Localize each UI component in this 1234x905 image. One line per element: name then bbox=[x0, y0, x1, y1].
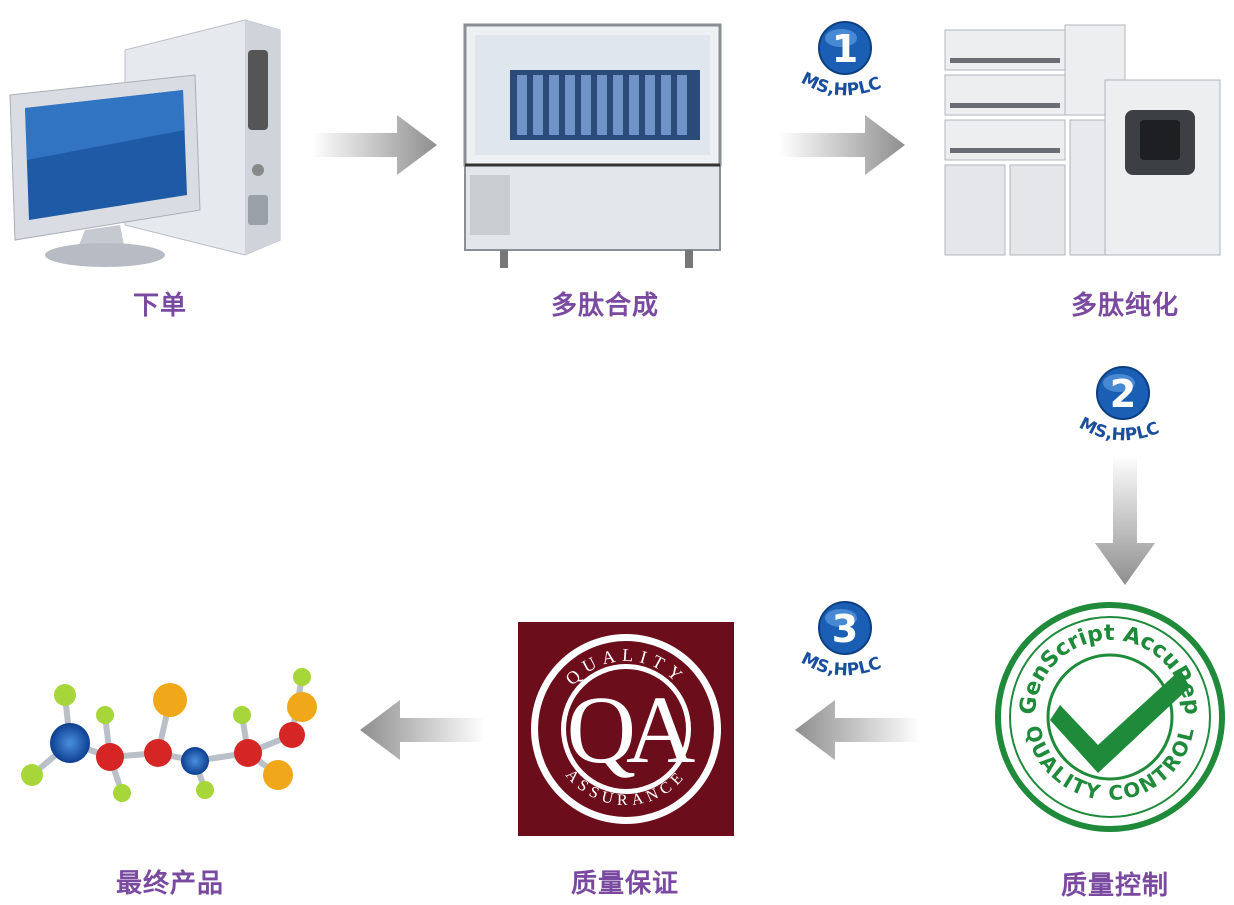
peptide-synthesizer-icon bbox=[455, 15, 740, 270]
arrow-right-icon bbox=[312, 115, 437, 175]
arrow-left-icon bbox=[795, 700, 920, 760]
arrow-down-icon bbox=[1095, 455, 1155, 585]
step-label-order: 下单 bbox=[132, 291, 187, 321]
quality-control-stamp-icon: GenScript AccuPep QUALITY CONTROL bbox=[990, 595, 1230, 840]
molecule-icon bbox=[10, 665, 325, 815]
hplc-instrument-icon bbox=[940, 20, 1225, 260]
computer-icon bbox=[5, 10, 285, 270]
step-label-synthesis: 多肽合成 bbox=[550, 291, 659, 321]
step-label-quality-assurance: 质量保证 bbox=[570, 869, 679, 899]
checkpoint-number: 3 bbox=[832, 607, 858, 651]
checkpoint-number: 2 bbox=[1110, 372, 1136, 416]
arrow-left-icon bbox=[360, 700, 485, 760]
checkpoint-badge-2: 2 MS,HPLC bbox=[1053, 355, 1183, 465]
arrow-right-icon bbox=[780, 115, 905, 175]
checkpoint-badge-1: 1 MS,HPLC bbox=[775, 10, 905, 120]
step-label-purification: 多肽纯化 bbox=[1070, 291, 1179, 321]
qc-top-text: GenScript AccuPep bbox=[1016, 621, 1205, 716]
step-label-final-product: 最终产品 bbox=[115, 869, 224, 899]
check-mark-icon bbox=[1050, 670, 1190, 773]
checkpoint-number: 1 bbox=[832, 27, 858, 71]
checkpoint-badge-3: 3 MS,HPLC bbox=[775, 590, 905, 700]
quality-assurance-logo-icon: QUALITY ASSURANCE QA bbox=[518, 622, 734, 836]
qa-letters: QA bbox=[567, 676, 695, 783]
step-label-quality-control: 质量控制 bbox=[1060, 871, 1169, 901]
